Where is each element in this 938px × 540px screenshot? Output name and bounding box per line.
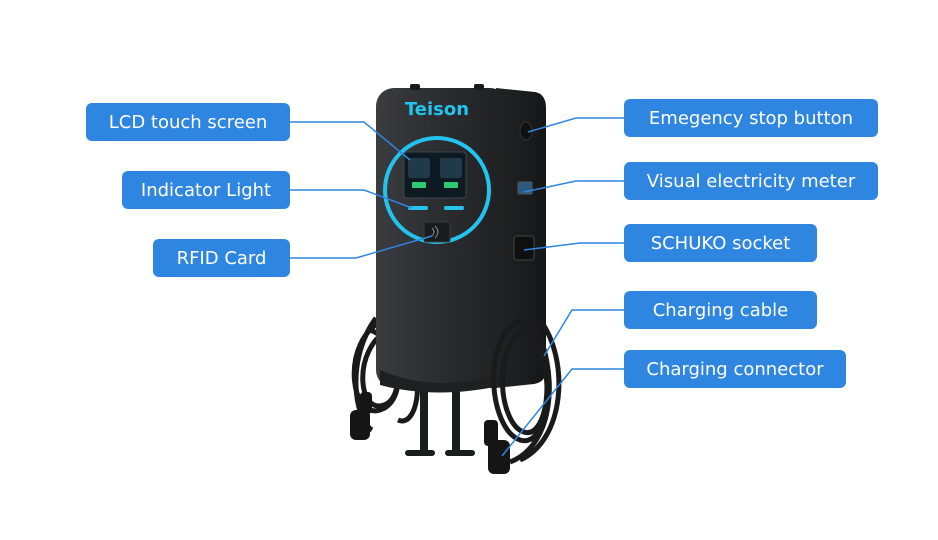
- leader-socket: [523, 242, 624, 251]
- leader-rfid: [290, 235, 433, 259]
- leader-lcd: [290, 121, 411, 161]
- schuko-socket: [513, 235, 535, 261]
- leader-indicator: [290, 189, 413, 209]
- charging-connector-left: [350, 392, 372, 440]
- charging-connector-right: [484, 420, 510, 474]
- leader-lines: [290, 117, 624, 457]
- rfid-reader: [423, 221, 451, 243]
- label-charging-connector: Charging connector: [624, 350, 846, 388]
- right-cable-coil: [491, 317, 562, 465]
- label-rfid-card: RFID Card: [153, 239, 290, 277]
- label-indicator-light: Indicator Light: [122, 171, 290, 209]
- brand-logo: Teison: [405, 99, 469, 120]
- leader-connector: [501, 368, 624, 457]
- leader-meter: [523, 180, 624, 193]
- indicator-lights: [408, 206, 464, 210]
- label-visual-electricity-meter: Visual electricity meter: [624, 162, 878, 200]
- label-schuko-socket: SCHUKO socket: [624, 224, 817, 262]
- leader-cable: [543, 309, 624, 357]
- stand: [405, 385, 475, 456]
- label-emergency-stop-button: Emegency stop button: [624, 99, 878, 137]
- label-lcd-touch-screen: LCD touch screen: [86, 103, 290, 141]
- label-charging-cable: Charging cable: [624, 291, 817, 329]
- leader-stop: [527, 117, 624, 133]
- lcd-screen: [403, 151, 467, 199]
